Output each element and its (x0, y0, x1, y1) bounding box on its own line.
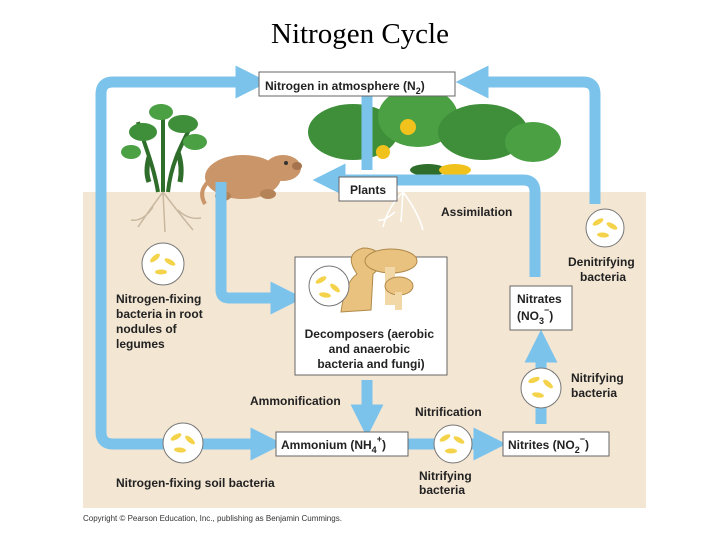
fixation-arrow-left (95, 65, 269, 450)
soil-bacteria-icon (162, 422, 204, 464)
atmosphere-box (258, 71, 456, 97)
nitrifying-bacteria-bottom-label: Nitrifying bacteria (419, 469, 475, 497)
mushroom-illustration (340, 247, 418, 313)
plants-box (338, 176, 398, 202)
assimilation-label: Assimilation (441, 205, 512, 219)
ammonification-label: Ammonification (250, 394, 341, 408)
ammonium-label: Ammonium (NH4+) (281, 434, 386, 455)
denitrification-arrow-right (455, 65, 601, 204)
nitrifying-bacteria-bottom-icon (433, 424, 473, 464)
nitrification-label: Nitrification (415, 405, 482, 419)
nitrifying-bacteria-right-icon (520, 367, 562, 409)
nitrates-label: Nitrates (NO3−) (517, 292, 565, 326)
crop-plant-illustration (308, 87, 561, 231)
slide-title: Nitrogen Cycle (271, 18, 449, 50)
denitrifying-bacteria-icon (585, 208, 625, 248)
nitrates-box (509, 285, 573, 331)
nitrifying-bacteria-right-label: Nitrifying bacteria (571, 371, 627, 400)
atmosphere-label: Nitrogen in atmosphere (N2) (265, 79, 425, 96)
ammonium-box (275, 431, 409, 457)
nitrogen-cycle-diagram: Nitrogen in atmosphere (N2) Plants Assim… (83, 62, 646, 508)
decomposers-label: Decomposers (aerobic and anaerobic bacte… (305, 327, 438, 371)
copyright-notice: Copyright © Pearson Education, Inc., pub… (83, 514, 342, 523)
denitrifying-bacteria-label: Denitrifying bacteria (568, 255, 638, 284)
plants-label: Plants (350, 183, 386, 197)
legume-plant-illustration (121, 104, 207, 233)
decomposer-bacteria-icon (308, 265, 350, 307)
nitrites-label: Nitrites (NO2−) (508, 434, 589, 455)
nitrites-box (502, 431, 610, 457)
root-nodule-bacteria-icon (141, 242, 185, 286)
legume-to-decomposers-arrow (215, 182, 304, 315)
assimilation-arrow (312, 163, 541, 277)
root-nodule-bacteria-label: Nitrogen-fixing bacteria in root nodules… (116, 292, 206, 351)
soil-bacteria-label: Nitrogen-fixing soil bacteria (116, 476, 275, 490)
cycle-arrows (95, 65, 601, 461)
